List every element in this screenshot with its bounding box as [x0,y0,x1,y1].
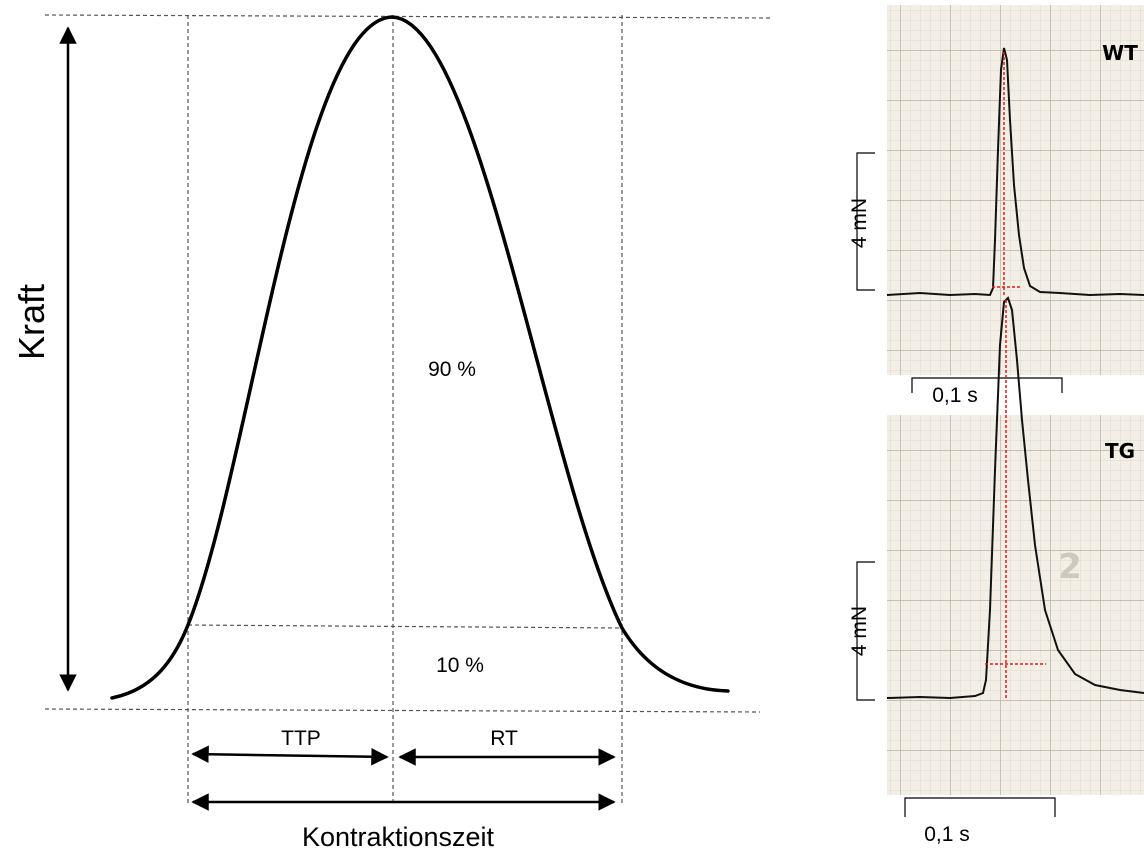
tg-force-scale-bar [856,561,875,701]
ttp-label: TTP [281,727,321,750]
ten-percent-label: 10 % [436,654,484,677]
wt-time-scale-label: 0,1 s [932,384,978,407]
wt-title: WT [1102,41,1138,65]
force-axis-label: Kraft [11,284,52,360]
tg-title: TG [1105,439,1135,463]
wt-time-scale-bar [911,377,1063,393]
ten-percent-line [187,624,623,629]
wt-force-scale-bar [856,152,875,291]
rt-label: RT [490,727,518,750]
contraction-schematic: Kraft 90 % 10 % TTP RT Kontraktionszeit [11,14,771,852]
tg-time-scale-bar [904,797,1056,817]
force-curve [110,15,730,700]
tg-force-trace [886,296,1144,700]
ninety-percent-label: 90 % [428,358,476,381]
baseline-dashed-line [44,708,761,713]
wt-force-trace [886,47,1144,297]
peak-dashed-line [44,14,771,19]
contraction-time-label: Kontraktionszeit [302,822,495,852]
tg-grid-watermark: 2 [1058,547,1082,587]
wt-force-scale-label: 4 mN [848,198,871,248]
tg-force-scale-label: 4 mN [848,606,871,656]
tg-trace-panel: TG 2 4 mN 0,1 s [848,296,1144,846]
ttp-arrow [191,745,389,766]
wt-trace-panel: WT 4 mN 0,1 s [848,5,1144,407]
tg-time-scale-label: 0,1 s [924,823,970,846]
